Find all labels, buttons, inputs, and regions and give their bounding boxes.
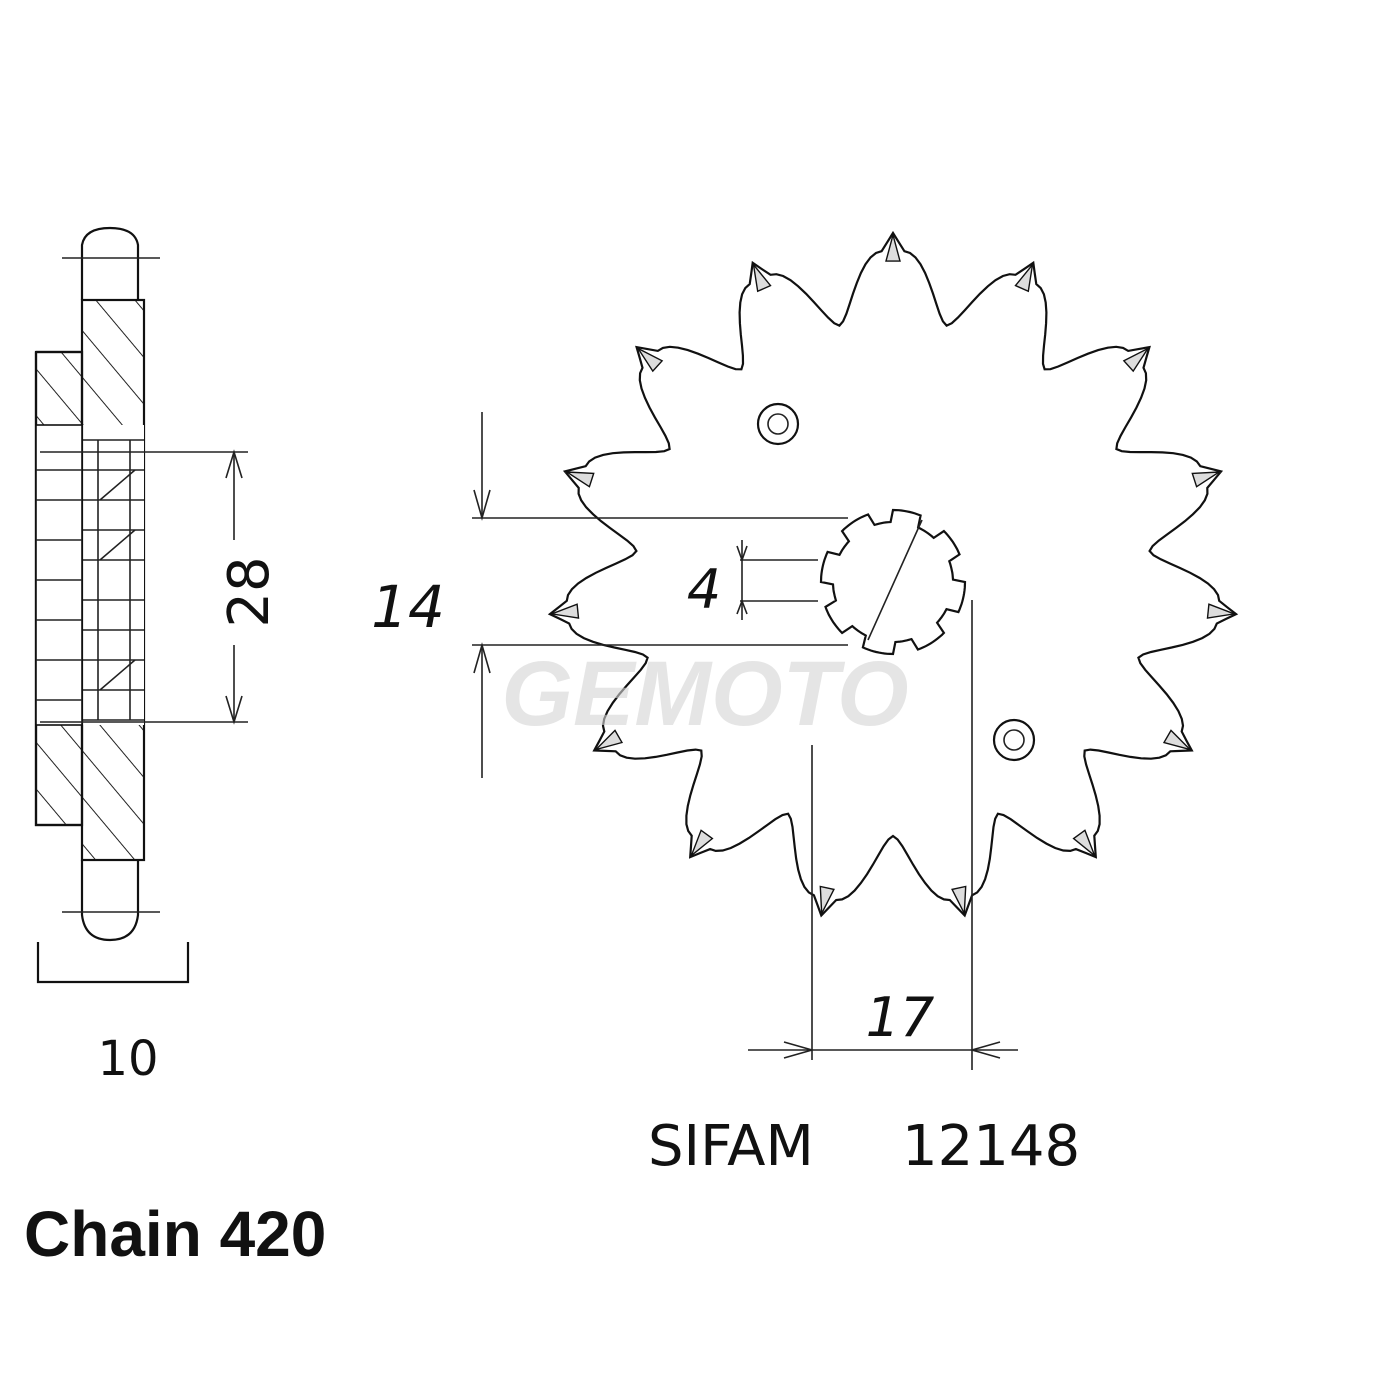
spline-lines: [82, 439, 144, 721]
tooth-tips: [549, 232, 1237, 917]
width-bracket: [36, 942, 190, 984]
tooth-tip-mark: [951, 885, 967, 917]
tooth-tip-mark: [1014, 262, 1034, 293]
part-number: 12148: [902, 1114, 1080, 1179]
tooth-tip-bottom: [80, 860, 140, 942]
bore-hatch-line: [867, 519, 923, 641]
bore-hatch: [99, 469, 136, 691]
tooth-tip-mark: [689, 829, 714, 858]
spline-dimension-label: 14: [371, 573, 445, 641]
tooth-tip-mark: [1191, 471, 1222, 488]
width-dimension-label: 10: [97, 1031, 158, 1087]
tooth-tip-mark: [593, 729, 624, 751]
sprocket-outline: [547, 230, 1239, 918]
front-view: 14 4 17 GEMOTO: [371, 230, 1239, 1070]
tooth-tip-mark: [564, 471, 595, 488]
side-view: 28 10: [34, 226, 282, 1087]
bolt-hole-top: [756, 402, 800, 446]
tooth-tip-mark: [1072, 829, 1097, 858]
chain-label: Chain 420: [24, 1198, 326, 1270]
tooth-tip-mark: [1122, 346, 1150, 373]
tooth-tip-mark: [885, 232, 901, 262]
splined-bore: [819, 508, 967, 656]
offset-dimension: 17: [748, 600, 1018, 1070]
watermark: GEMOTO: [501, 643, 908, 745]
key-dimension: 4: [687, 540, 818, 621]
spline-dimension: 14: [371, 412, 848, 778]
tooth-tip-mark: [636, 346, 664, 373]
bore-dimension-label: 28: [217, 556, 282, 627]
tooth-tip-mark: [1206, 603, 1237, 619]
offset-dimension-label: 17: [866, 986, 935, 1049]
brand-name: SIFAM: [648, 1114, 814, 1179]
key-dimension-label: 4: [687, 558, 721, 621]
tooth-tip-mark: [819, 885, 835, 917]
tooth-tip-mark: [752, 262, 772, 293]
arrow-up: [225, 449, 243, 479]
arrow-down: [225, 695, 243, 725]
bolt-hole-bottom: [992, 718, 1036, 762]
tooth-tip-mark: [1162, 729, 1193, 751]
tooth-tip-top: [80, 226, 140, 300]
tooth-tip-mark: [549, 603, 580, 619]
